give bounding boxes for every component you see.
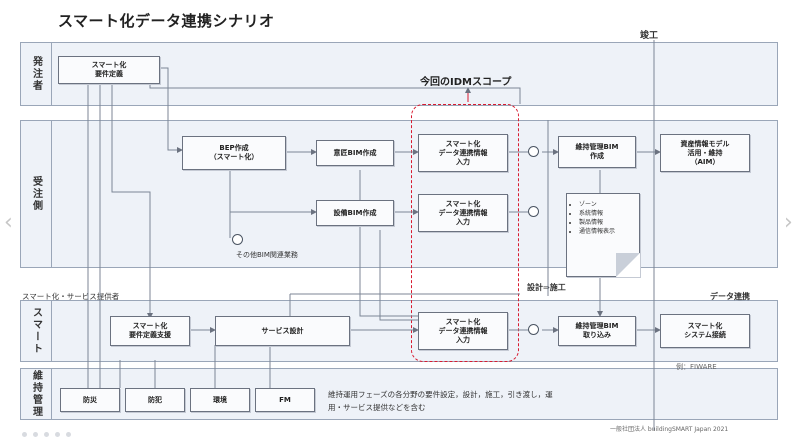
diagram-title: スマート化データ連携シナリオ (58, 12, 275, 30)
smart-system-link-box: スマート化 システム接続 (660, 314, 750, 348)
fm-box: FM (255, 388, 315, 412)
asset-model-box: 資産情報モデル 活用・維持 （AIM） (660, 134, 750, 172)
bep-creation-box: BEP作成 （スマート化） (182, 136, 286, 170)
node-circle-1 (528, 146, 539, 157)
maintenance-bim-import-box: 維持管理BIM 取り込み (558, 316, 636, 346)
smart-data-input-box-1: スマート化 データ連携情報 入力 (418, 134, 508, 172)
design-to-construction-label: 設計⇒施工 (527, 283, 566, 292)
maintenance-note-line-1: 維持運用フェーズの各分野の要件設定，設計，施工，引き渡し，運 (328, 390, 553, 399)
smart-requirement-support-box: スマート化 要件定義支援 (110, 316, 190, 346)
node-circle-other (232, 234, 243, 245)
lane-label-smart: スマート (21, 301, 52, 361)
previous-slide-chevron-icon[interactable]: ‹ (4, 210, 13, 235)
next-slide-chevron-icon[interactable]: › (784, 210, 793, 235)
equipment-bim-box: 設備BIM作成 (316, 200, 394, 226)
smart-data-input-box-3: スマート化 データ連携情報 入力 (418, 312, 508, 350)
other-bim-label: その他BIM関連業務 (236, 251, 298, 259)
maintenance-bim-create-box: 維持管理BIM 作成 (558, 136, 636, 168)
completion-label: 竣工 (640, 31, 659, 41)
document-fold-corner (616, 253, 640, 277)
doc-item-system: 系統情報 (579, 209, 639, 218)
data-link-label: データ連携 (710, 292, 750, 301)
security-box: 防犯 (125, 388, 185, 412)
environment-box: 環境 (190, 388, 250, 412)
doc-item-communication: 通信情報表示 (579, 227, 639, 236)
information-document: ゾーン 系統情報 製品情報 通信情報表示 (566, 193, 640, 277)
slide-dot[interactable] (22, 432, 27, 437)
slide-dot[interactable] (33, 432, 38, 437)
smart-data-input-box-2: スマート化 データ連携情報 入力 (418, 194, 508, 232)
doc-item-zone: ゾーン (579, 200, 639, 209)
smart-provider-label: スマート化・サービス提供者 (22, 292, 120, 301)
service-design-box: サービス設計 (215, 316, 350, 346)
copyright-label: 一般社団法人 buildingSMART Japan 2021 (610, 426, 729, 433)
idm-scope-label: 今回のIDMスコープ (420, 77, 512, 88)
lane-label-contractor: 受注側 (21, 121, 52, 267)
design-bim-box: 意匠BIM作成 (316, 140, 394, 166)
example-fiware-label: 例：FIWARE (676, 363, 717, 371)
node-circle-2 (528, 206, 539, 217)
disaster-prevention-box: 防災 (60, 388, 120, 412)
lane-label-maintenance: 維持管理 (21, 369, 52, 419)
slide-indicator-dots[interactable] (22, 432, 71, 437)
doc-item-product: 製品情報 (579, 218, 639, 227)
slide-dot[interactable] (55, 432, 60, 437)
requirement-definition-box: スマート化 要件定義 (58, 56, 160, 84)
slide-dot[interactable] (44, 432, 49, 437)
slide-dot[interactable] (66, 432, 71, 437)
maintenance-note-line-2: 用・サービス提供などを含む (328, 403, 426, 412)
lane-label-orderer: 発注者 (21, 43, 52, 105)
node-circle-3 (528, 324, 539, 335)
